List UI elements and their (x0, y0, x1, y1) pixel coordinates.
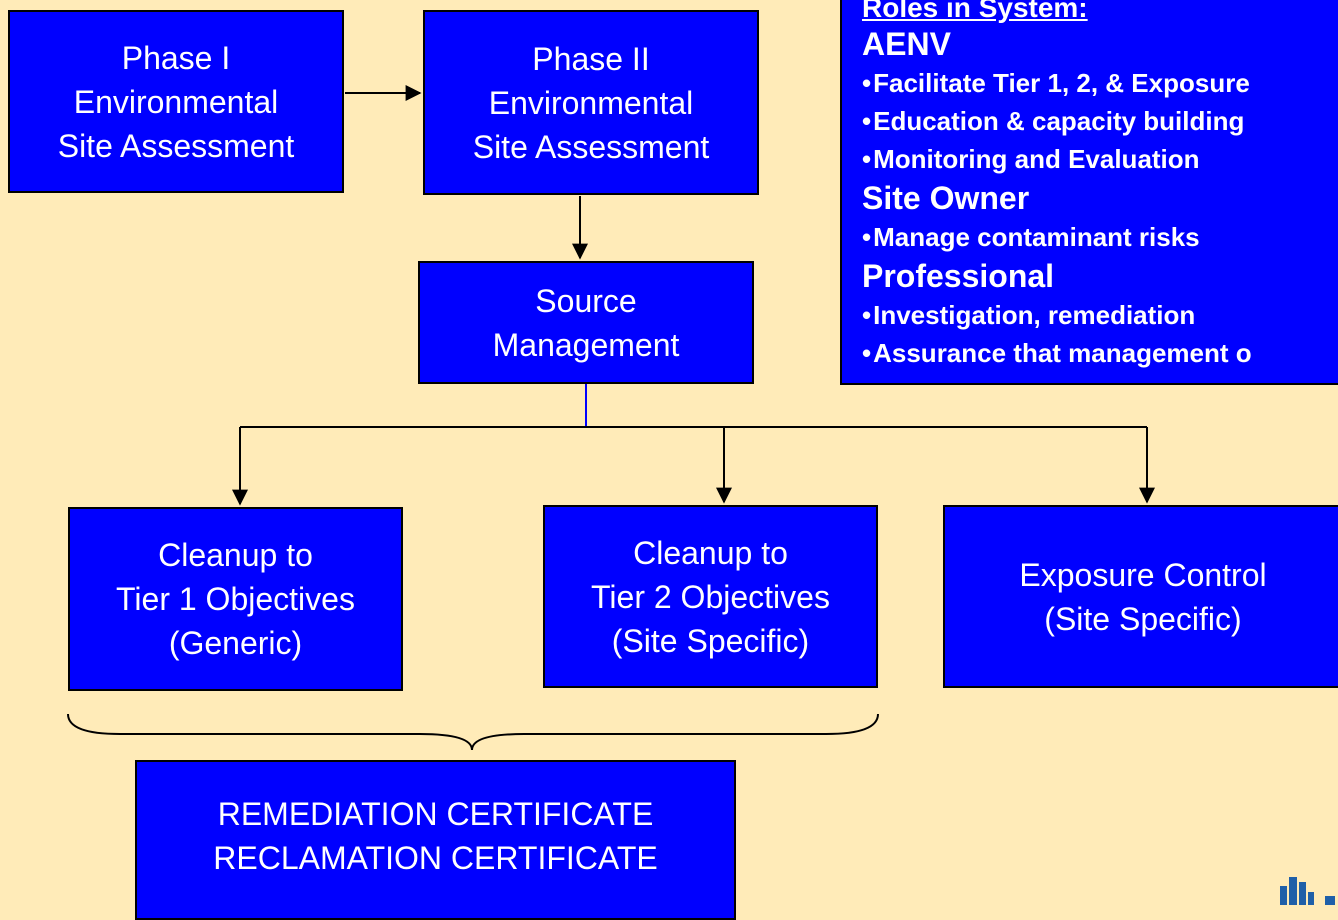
roles-panel: Roles in System: AENV Facilitate Tier 1,… (840, 0, 1338, 385)
phase1-box: Phase I Environmental Site Assessment (8, 10, 344, 193)
tier2-line3: (Site Specific) (611, 622, 810, 659)
source-management-box: Source Management (418, 261, 754, 384)
source-line2: Management (492, 326, 680, 363)
source-line1: Source (535, 282, 637, 319)
phase2-line1: Phase II (532, 40, 650, 77)
certificate-line1: REMEDIATION CERTIFICATE (217, 796, 654, 832)
tier2-line2: Tier 2 Objectives (591, 578, 830, 615)
tier1-line3: (Generic) (168, 625, 303, 661)
role-item: Manage contaminant risks (862, 218, 1338, 256)
phase2-line2: Environmental (488, 84, 694, 121)
certificate-line2: RECLAMATION CERTIFICATE (213, 840, 658, 876)
phase2-box: Phase II Environmental Site Assessment (423, 10, 759, 195)
exposure-line2: (Site Specific) (1044, 600, 1242, 637)
tier2-line1: Cleanup to (633, 534, 788, 571)
role-item: Investigation, remediation (862, 296, 1338, 334)
exposure-control-box: Exposure Control (Site Specific) (943, 505, 1338, 688)
phase1-line3: Site Assessment (57, 127, 295, 164)
role-group-professional: Professional (862, 258, 1055, 294)
phase1-line1: Phase I (121, 39, 231, 76)
exposure-line1: Exposure Control (1019, 556, 1267, 593)
tier1-box: Cleanup to Tier 1 Objectives (Generic) (68, 507, 403, 691)
building-logo-icon (1280, 877, 1335, 905)
roles-heading: Roles in System: (862, 0, 1088, 23)
role-item: Assurance that management o (862, 334, 1338, 372)
tier2-box: Cleanup to Tier 2 Objectives (Site Speci… (543, 505, 878, 688)
tier1-line1: Cleanup to (158, 537, 313, 573)
curly-brace (67, 713, 879, 751)
tier1-line2: Tier 1 Objectives (116, 581, 355, 617)
phase2-line3: Site Assessment (472, 128, 710, 165)
phase1-line2: Environmental (73, 83, 279, 120)
role-item: Monitoring and Evaluation (862, 140, 1338, 178)
role-group-aenv: AENV (862, 26, 951, 62)
role-item: Facilitate Tier 1, 2, & Exposure (862, 64, 1338, 102)
role-item: Education & capacity building (862, 102, 1338, 140)
role-group-site-owner: Site Owner (862, 180, 1030, 216)
certificates-box: REMEDIATION CERTIFICATE RECLAMATION CERT… (135, 760, 736, 920)
